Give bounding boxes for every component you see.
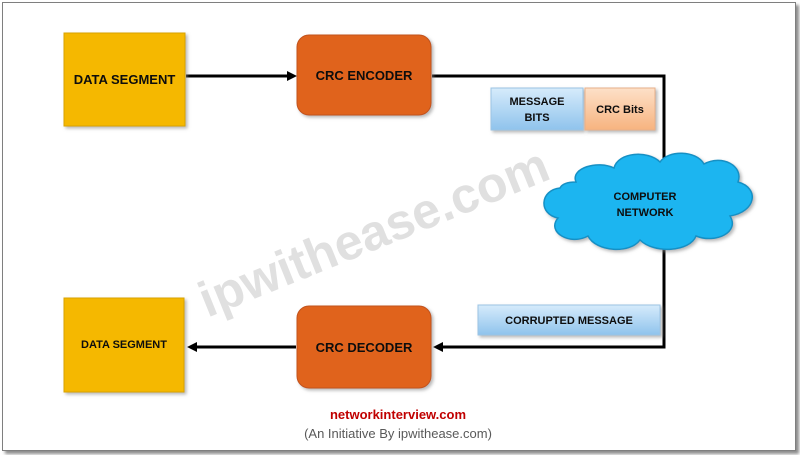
message-bits-box [490, 87, 584, 131]
network-label-line1: COMPUTER [614, 191, 677, 203]
corrupted-message-box [477, 304, 661, 336]
corrupted-message-label: CORRUPTED MESSAGE [505, 315, 633, 327]
computer-network-cloud [543, 152, 754, 251]
crc-encoder [296, 34, 432, 116]
message-bits-label-line2: BITS [524, 112, 549, 124]
arrow-encoder-to-network [432, 74, 669, 173]
crc-bits-label: CRC Bits [596, 104, 644, 116]
data-segment-bottom [63, 297, 185, 393]
crc-decoder-label: CRC DECODER [316, 340, 413, 355]
crc-bits-box [584, 87, 656, 131]
crc-encoder-label: CRC ENCODER [316, 68, 413, 83]
footer-site: networkinterview.com [330, 407, 466, 422]
message-bits-label-line1: MESSAGE [509, 96, 564, 108]
data-segment-top-label: DATA SEGMENT [74, 72, 176, 87]
watermark: ipwithease.com [191, 137, 557, 328]
network-label-line2: NETWORK [617, 207, 674, 219]
footer-initiative: (An Initiative By ipwithease.com) [304, 426, 492, 441]
data-segment-bottom-label: DATA SEGMENT [81, 339, 167, 351]
arrow-network-to-decoder [433, 248, 666, 352]
data-segment-top [63, 32, 186, 127]
crc-decoder [296, 305, 432, 389]
